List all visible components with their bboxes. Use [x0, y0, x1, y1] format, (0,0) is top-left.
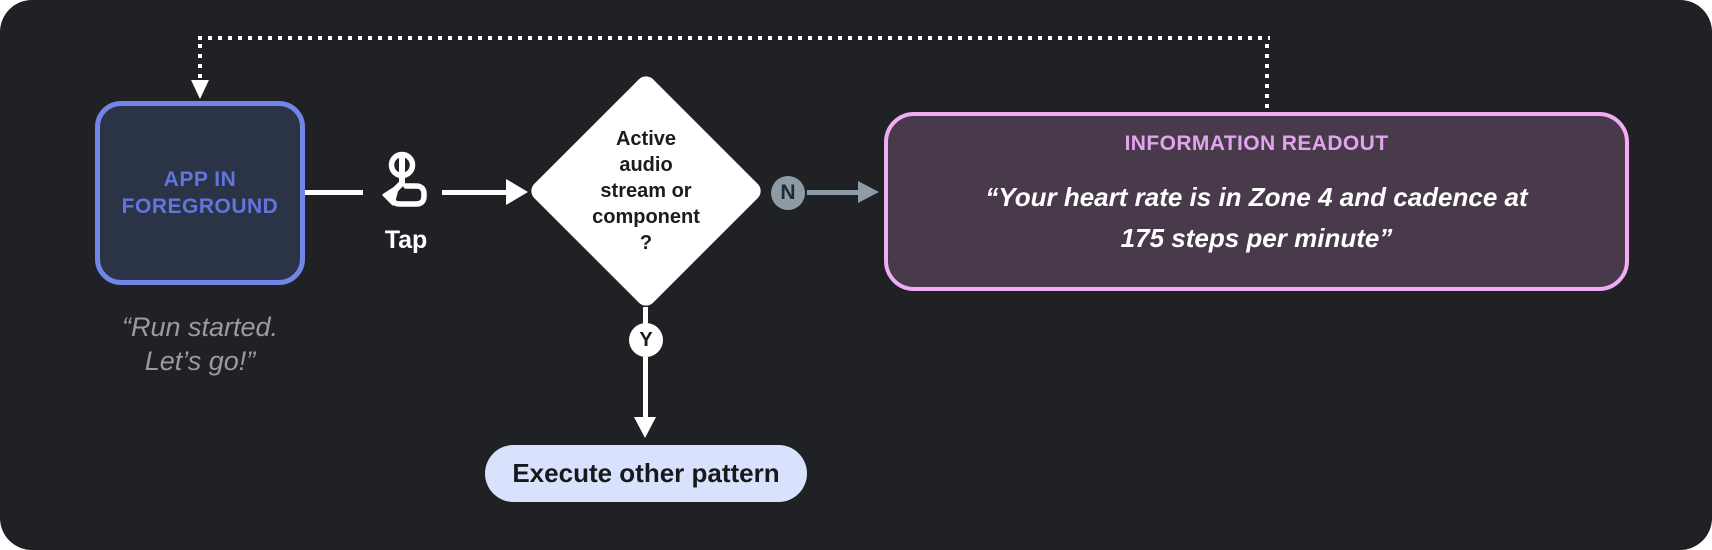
connector-tap-to-decision — [442, 190, 508, 195]
connector-decision-to-yes — [643, 307, 648, 324]
decision-label: Active audio stream or component ? — [592, 128, 700, 254]
dotted-feedback-line-left-descender — [198, 44, 202, 78]
branch-no-badge: N — [771, 176, 805, 210]
dotted-feedback-line-horizontal — [198, 36, 1270, 40]
node-execute-other-pattern: Execute other pattern — [485, 445, 807, 502]
arrowhead-into-readout-icon — [858, 181, 879, 203]
branch-yes-badge: Y — [629, 323, 663, 357]
app-voice-caption: “Run started. Let’s go!” — [121, 312, 279, 376]
node-information-readout: INFORMATION READOUT “Your heart rate is … — [884, 112, 1629, 291]
tap-gesture-icon — [372, 150, 434, 223]
tap-label: Tap — [384, 226, 428, 254]
connector-app-to-tap — [305, 190, 363, 195]
app-node-label: APP IN FOREGROUND — [121, 168, 279, 218]
connector-yes-to-execute — [643, 357, 648, 418]
execute-label: Execute other pattern — [512, 458, 780, 488]
readout-title: INFORMATION READOUT — [1124, 132, 1389, 155]
dotted-feedback-line-right-descender — [1265, 44, 1269, 108]
feedback-arrowhead-icon — [191, 80, 209, 99]
arrowhead-into-execute-icon — [634, 417, 656, 438]
branch-no-label: N — [780, 181, 796, 204]
node-app-in-foreground: APP IN FOREGROUND — [95, 101, 305, 285]
connector-no-to-readout — [807, 190, 860, 195]
branch-yes-label: Y — [639, 328, 653, 351]
readout-quote: “Your heart rate is in Zone 4 and cadenc… — [985, 182, 1528, 253]
arrowhead-into-decision-icon — [506, 179, 528, 205]
